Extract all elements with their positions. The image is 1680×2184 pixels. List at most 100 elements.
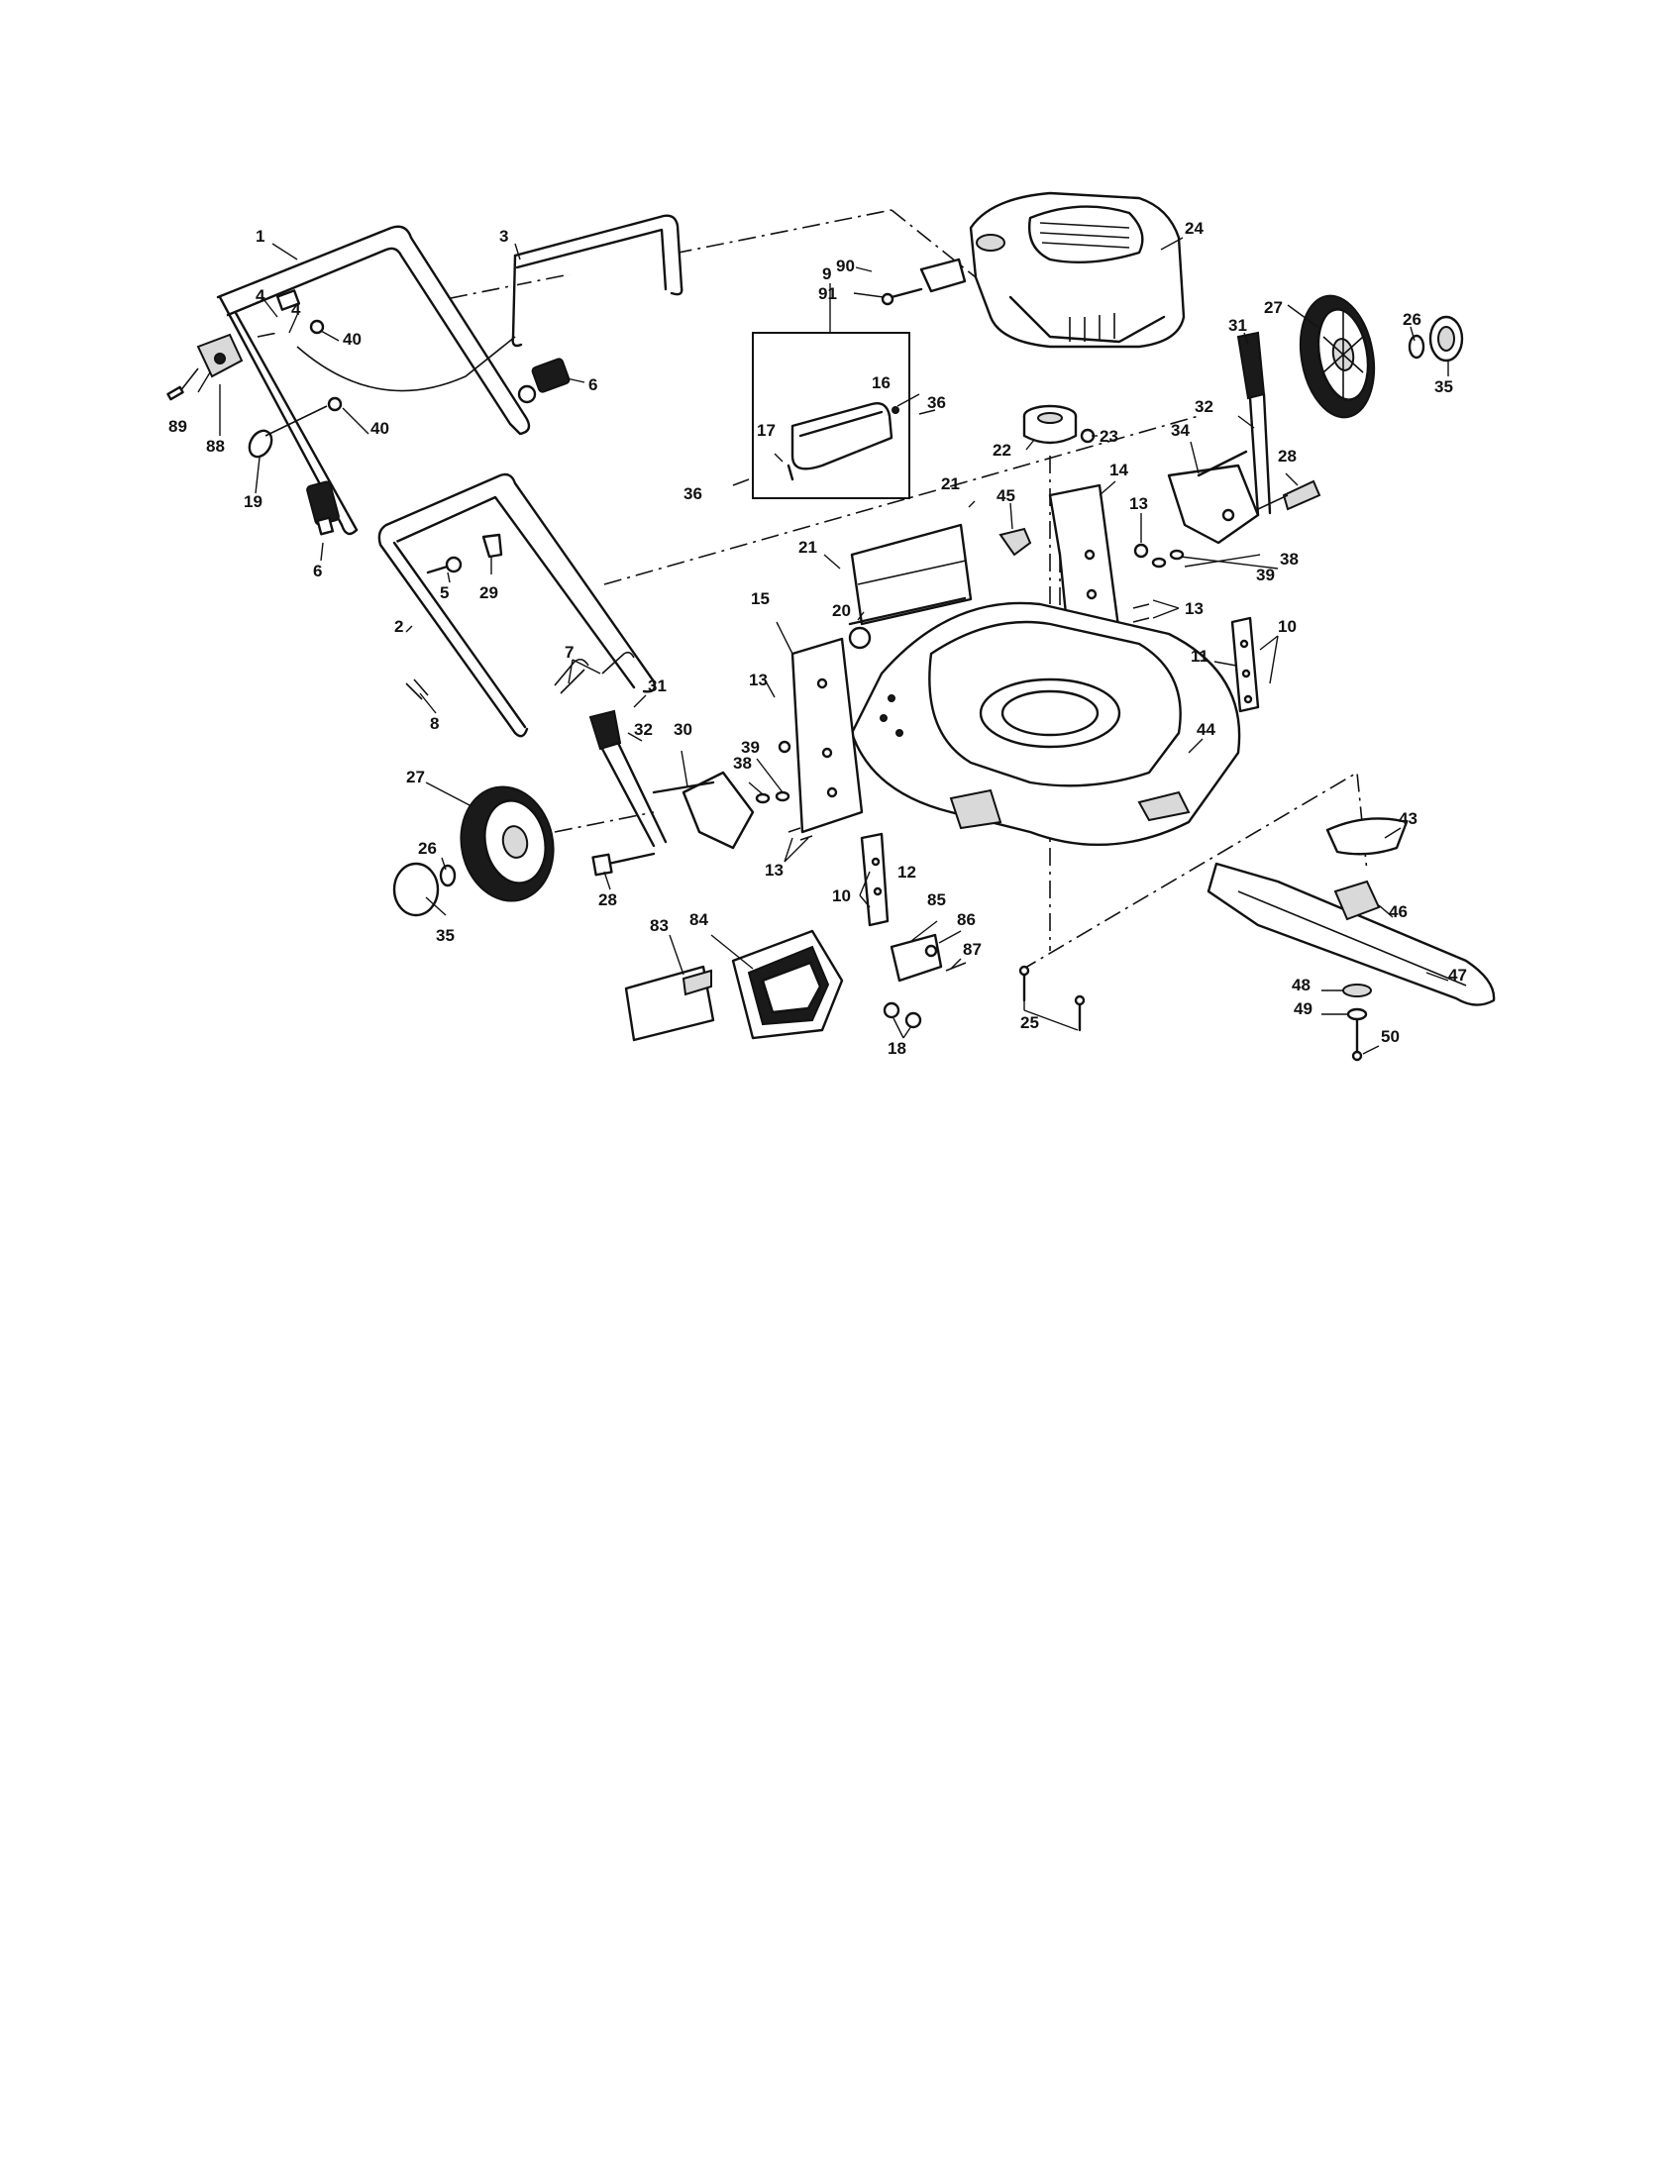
- callout-label-13a: 13: [1129, 494, 1148, 513]
- hubcap-left: [392, 862, 440, 917]
- rear-wheel-right: [1299, 294, 1376, 419]
- callout-label-31a: 31: [1228, 316, 1247, 335]
- callout-label-11: 11: [1191, 647, 1208, 666]
- callout-label-6a: 6: [588, 375, 597, 394]
- callout-label-7: 7: [565, 643, 574, 662]
- callout-label-86: 86: [957, 910, 976, 929]
- callout-label-36b: 36: [683, 484, 702, 503]
- handle-bolt: [426, 556, 463, 574]
- callout-label-40a: 40: [343, 330, 362, 349]
- cable-eyelet: [248, 405, 328, 459]
- callout-label-8: 8: [430, 714, 439, 733]
- callout-label-50: 50: [1381, 1027, 1400, 1046]
- callout-label-10a: 10: [1278, 617, 1297, 636]
- height-bracket-12: [860, 832, 890, 927]
- callout-label-44: 44: [1197, 720, 1215, 739]
- engine-zone-control: [166, 333, 244, 401]
- handle-knob-upper: [517, 358, 571, 404]
- height-lever-right: [1236, 331, 1272, 517]
- callout-label-10b: 10: [832, 886, 851, 905]
- blade-baffle: [1325, 817, 1409, 856]
- callout-label-4b: 4: [291, 300, 301, 319]
- cable-clips: [275, 289, 343, 412]
- callout-label-19: 19: [244, 492, 262, 511]
- chute-plug: [998, 527, 1032, 557]
- callout-label-39a: 39: [1256, 566, 1275, 584]
- throttle-cable: [296, 336, 516, 392]
- callout-label-26b: 26: [418, 839, 437, 858]
- callout-label-45: 45: [997, 486, 1015, 505]
- callout-labels: 1 2 3 4 4 5 6 6 7 8 9 10 10 11 12 13 13 …: [168, 219, 1467, 1058]
- callout-label-35a: 35: [1434, 377, 1453, 396]
- callout-label-26a: 26: [1403, 310, 1421, 329]
- callout-label-49: 49: [1294, 999, 1312, 1018]
- callout-label-47: 47: [1448, 966, 1467, 985]
- blade-washers: [1342, 984, 1372, 1062]
- blade-adapter: [1333, 880, 1381, 921]
- callout-label-1: 1: [256, 227, 264, 246]
- callout-label-17: 17: [757, 421, 776, 440]
- washer-right: [1408, 334, 1425, 360]
- callout-label-29: 29: [479, 583, 498, 602]
- callout-label-48: 48: [1292, 976, 1311, 994]
- callout-label-30: 30: [674, 720, 692, 739]
- callout-label-13d: 13: [765, 861, 784, 880]
- front-wheel-left: [460, 785, 555, 902]
- callout-label-3: 3: [499, 227, 508, 246]
- callout-label-12: 12: [897, 863, 916, 882]
- callout-label-13b: 13: [1185, 599, 1204, 618]
- callout-label-21b: 21: [798, 538, 817, 557]
- front-skirt-left: [790, 637, 864, 834]
- mulch-plug: [624, 965, 715, 1042]
- callout-label-85: 85: [927, 890, 946, 909]
- pivot-bolt-right: [1257, 479, 1321, 511]
- cutting-blade: [1207, 862, 1496, 1006]
- callout-label-6b: 6: [313, 562, 322, 580]
- callout-label-40b: 40: [370, 419, 389, 438]
- rear-flap: [848, 523, 973, 650]
- blade-adapter-pulley: [1022, 404, 1096, 445]
- callout-label-32a: 32: [1195, 397, 1213, 416]
- callout-label-36a: 36: [927, 393, 946, 412]
- callout-label-9: 9: [822, 264, 831, 283]
- control-bar: [511, 214, 683, 348]
- height-bracket-11: [1230, 616, 1260, 713]
- callout-label-38a: 38: [1280, 550, 1299, 569]
- callout-label-87: 87: [963, 940, 982, 959]
- callout-label-34: 34: [1171, 421, 1190, 440]
- callout-label-89: 89: [168, 417, 187, 436]
- callout-label-28b: 28: [598, 890, 617, 909]
- callout-label-22: 22: [993, 441, 1011, 460]
- callout-label-4a: 4: [256, 286, 265, 305]
- callout-label-15: 15: [751, 589, 770, 608]
- callout-label-5: 5: [440, 583, 449, 602]
- callout-label-20: 20: [832, 601, 851, 620]
- washer-left: [439, 864, 457, 887]
- deck-bolts: [1018, 965, 1086, 1032]
- callout-label-90: 90: [836, 257, 855, 275]
- callout-label-43: 43: [1399, 809, 1418, 828]
- callout-label-25: 25: [1020, 1013, 1039, 1032]
- axle-bracket-right: [1167, 450, 1260, 545]
- callout-label-27a: 27: [1264, 298, 1283, 317]
- callout-label-46: 46: [1389, 902, 1408, 921]
- hairpin-clips: [405, 651, 635, 700]
- callout-label-18: 18: [888, 1039, 906, 1058]
- hinge-bracket: [883, 933, 967, 1029]
- callout-label-84: 84: [689, 910, 708, 929]
- callout-label-35b: 35: [436, 926, 455, 945]
- lower-handle: [377, 472, 657, 738]
- callout-label-14: 14: [1109, 461, 1128, 479]
- callout-label-23: 23: [1100, 427, 1118, 446]
- engine-bracket: [881, 258, 967, 306]
- hubcap-right: [1428, 315, 1464, 363]
- callout-label-24: 24: [1185, 219, 1204, 238]
- callout-label-39b: 39: [741, 738, 760, 757]
- callout-label-2: 2: [394, 617, 403, 636]
- callout-label-88: 88: [206, 437, 225, 456]
- callout-label-16: 16: [872, 373, 891, 392]
- callout-label-13c: 13: [749, 671, 768, 689]
- leader-lines: [197, 237, 1449, 1055]
